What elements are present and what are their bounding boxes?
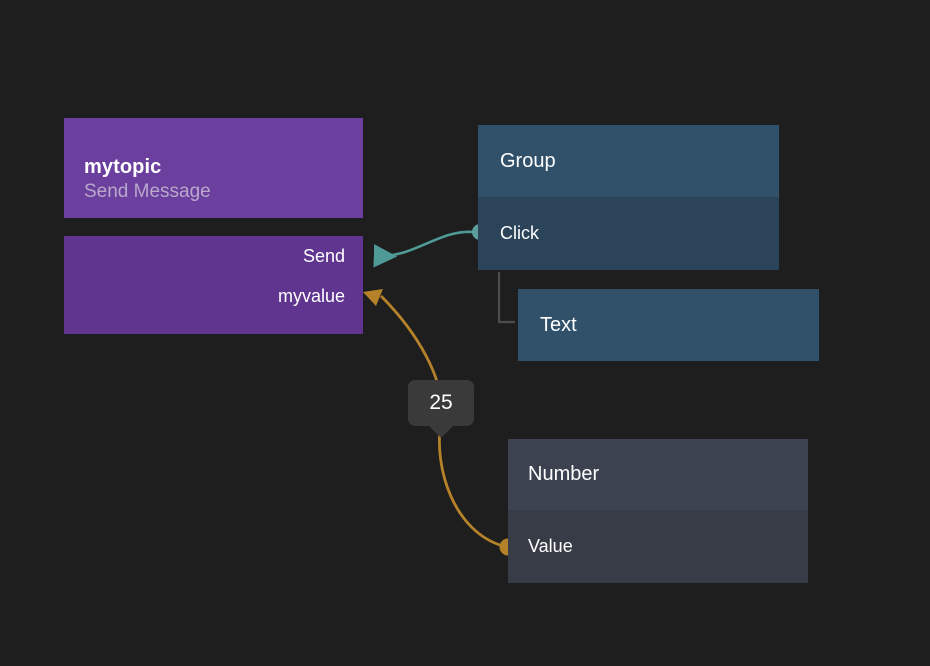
output-port-send[interactable]: Send	[64, 236, 363, 276]
node-group[interactable]: Group Click	[478, 125, 779, 270]
node-number-body: Value	[508, 510, 808, 583]
connection-value-badge-text: 25	[429, 391, 453, 414]
input-port-click[interactable]: Click	[478, 197, 779, 270]
node-number[interactable]: Number Value	[508, 439, 808, 583]
connection-arrowhead-myvalue	[363, 289, 383, 306]
output-port-myvalue[interactable]: myvalue	[64, 276, 363, 316]
node-group-title: Group	[500, 149, 556, 172]
node-text[interactable]: Text	[518, 289, 819, 361]
connection-value-badge-tail	[428, 425, 454, 438]
tree-connector-line	[497, 272, 515, 324]
output-port-myvalue-label: myvalue	[277, 285, 345, 306]
node-mytopic-subtitle: Send Message	[84, 181, 211, 202]
node-group-body: Click	[478, 197, 779, 270]
connection-click-to-send[interactable]	[373, 230, 475, 268]
node-text-title: Text	[540, 313, 577, 336]
node-text-header: Text	[518, 289, 819, 361]
node-number-header: Number	[508, 439, 808, 510]
connection-value-badge: 25	[408, 380, 474, 426]
node-group-header: Group	[478, 125, 779, 197]
output-port-value-label: Value	[528, 536, 573, 556]
node-number-title: Number	[528, 463, 600, 485]
input-port-click-label: Click	[500, 223, 539, 243]
node-mytopic[interactable]: mytopic Send Message Send myvalue	[64, 118, 363, 334]
node-mytopic-title: mytopic	[84, 156, 162, 178]
output-port-value[interactable]: Value	[508, 510, 808, 583]
node-mytopic-header: mytopic Send Message	[64, 118, 363, 218]
output-port-send-label: Send	[302, 245, 345, 266]
node-mytopic-body: Send myvalue	[64, 236, 363, 334]
